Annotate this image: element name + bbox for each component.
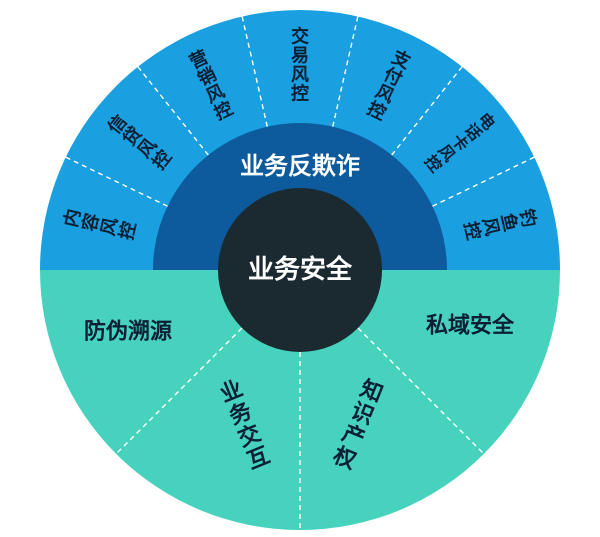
top-segment-1: 内容风控 (59, 207, 140, 242)
top-segment-dividers (65, 16, 535, 207)
top-segment-7: 钓鱼风控 (460, 207, 541, 242)
bottom-divider (115, 327, 243, 455)
bottom-segment-dividers (115, 327, 485, 530)
ring-label: 业务反欺诈 (240, 152, 360, 180)
top-segment-4: 交易风控 (291, 25, 309, 104)
top-divider (432, 156, 535, 207)
bottom-segment-4: 私域安全 (426, 313, 515, 339)
bottom-segment-1: 防伪溯源 (84, 319, 172, 345)
bottom-divider (357, 327, 485, 455)
center-label: 业务安全 (248, 254, 353, 285)
bottom-segment-label: 防伪溯源 (84, 319, 172, 345)
top-segment-labels: 内容风控信贷风控营销风控交易风控支付风控电话卡风控钓鱼风控 (59, 25, 541, 242)
top-divider (241, 16, 268, 127)
bottom-segment-label: 私域安全 (426, 313, 515, 339)
top-segment-label: 内容风控 (59, 207, 140, 242)
top-divider (391, 66, 463, 156)
top-divider (137, 66, 209, 156)
top-segment-label: 交易风控 (291, 25, 309, 104)
top-divider (332, 16, 359, 127)
core-circle (218, 188, 382, 352)
top-segment-label: 钓鱼风控 (460, 207, 541, 242)
top-divider (65, 156, 168, 207)
